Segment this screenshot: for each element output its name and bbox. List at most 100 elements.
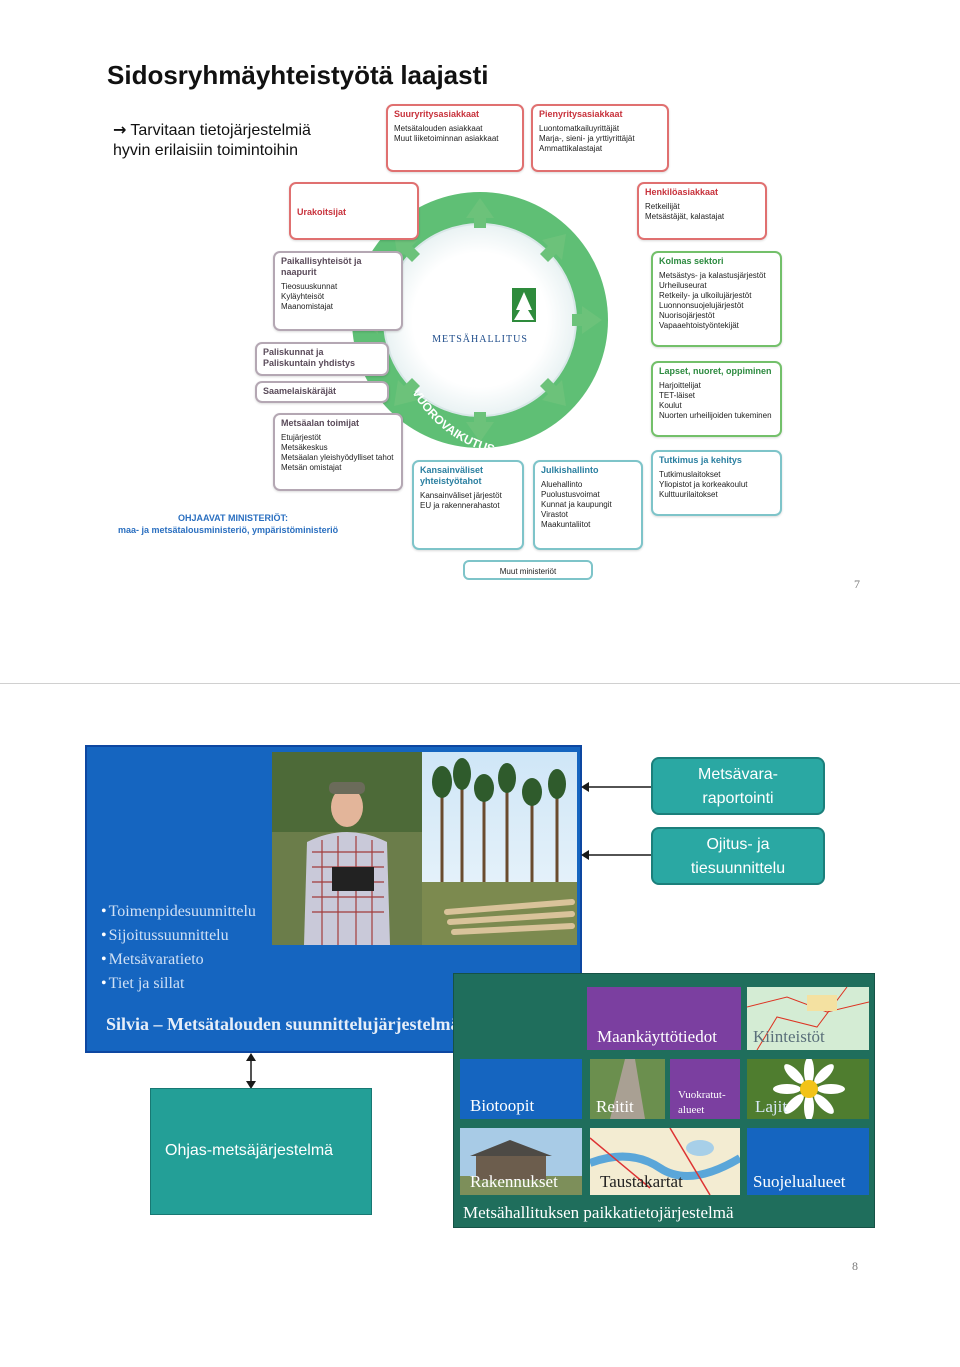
tile-vuokratut-alueet: Vuokratut- alueet	[670, 1059, 740, 1119]
tile-reitit: Reitit	[590, 1059, 665, 1119]
tile-label-2: alueet	[678, 1104, 705, 1116]
box-tutkimus-kehitys: Tutkimus ja kehitys Tutkimuslaitokset Yl…	[651, 450, 782, 516]
slide-divider	[0, 683, 960, 684]
arrow-downleft-icon	[394, 378, 420, 406]
ojitus-tiesuunnittelu-box: Ojitus- ja tiesuunnittelu	[651, 827, 825, 885]
tile-suojelualueet: Suojelualueet	[747, 1128, 869, 1195]
box-julkishallinto: Julkishallinto Aluehallinto Puolustusvoi…	[533, 460, 643, 550]
list-item: Metsätalouden asiakkaat	[394, 124, 483, 133]
list-item: Kyläyhteisöt	[281, 292, 325, 301]
tile-taustakartat: Taustakartat	[590, 1128, 740, 1195]
arrow-right-icon	[572, 306, 602, 334]
box-kolmas-sektori: Kolmas sektori Metsästys- ja kalastusjär…	[651, 251, 782, 347]
subtitle-line-1: Tarvitaan tietojärjestelmiä	[130, 122, 311, 139]
tile-lajit: Lajit	[747, 1059, 869, 1119]
tile-label: Rakennukset	[470, 1172, 558, 1191]
list-item: Luonnonsuojelujärjestöt	[659, 301, 744, 310]
slide-title: Sidosryhmäyhteistyötä laajasti	[107, 60, 489, 90]
list-item: Kansainväliset järjestöt	[420, 491, 502, 500]
line: raportointi	[702, 790, 774, 807]
line: tiesuunnittelu	[690, 860, 786, 877]
list-item: Nuorten urheilijoiden tukeminen	[659, 411, 772, 420]
metsavara-raportointi-box: Metsävara- raportointi	[651, 757, 825, 815]
map-thumbnail	[747, 987, 869, 1050]
bullet-item: Toimenpidesuunnittelu	[101, 900, 256, 924]
list-item: Harjoittelijat	[659, 381, 701, 390]
list-item: Metsäkeskus	[281, 443, 328, 452]
list-item: Marja-, sieni- ja yrttiyrittäjät	[539, 134, 635, 143]
box-title: Paikallisyhteisöt ja naapurit	[281, 256, 362, 277]
box-lapset-nuoret: Lapset, nuoret, oppiminen Harjoittelijat…	[651, 361, 782, 437]
tile-label: Taustakartat	[600, 1172, 683, 1191]
box-title: Kolmas sektori	[659, 256, 724, 266]
list-item: Aluehallinto	[541, 480, 583, 489]
box-pienyritysasiakkaat: Pienyritysasiakkaat Luontomatkailuyrittä…	[531, 104, 669, 172]
list-item: Luontomatkailuyrittäjät	[539, 124, 620, 133]
ohjas-label: Ohjas-metsäjärjestelmä	[165, 1142, 334, 1159]
tile-label-1: Vuokratut-	[678, 1089, 726, 1101]
map-thumbnail	[590, 1128, 740, 1195]
box-title: Paliskunnat ja Paliskuntain yhdistys	[263, 347, 356, 368]
tile-label: Reitit	[596, 1097, 634, 1116]
list-item: Metsästys- ja kalastusjärjestöt	[659, 271, 766, 280]
line: Ojitus- ja	[706, 836, 770, 853]
tile-label: Maankäyttötiedot	[597, 1027, 717, 1046]
forester-photo	[272, 752, 577, 945]
list-item: Muut liiketoiminnan asiakkaat	[394, 134, 499, 143]
box-title: Metsäalan toimijat	[281, 418, 360, 428]
arrow-down-icon	[466, 412, 494, 442]
slide-7: Sidosryhmäyhteistyötä laajasti →Tarvitaa…	[0, 0, 960, 683]
daisy-photo	[747, 1059, 869, 1119]
tile-label: Biotoopit	[470, 1096, 535, 1115]
boardwalk-photo	[590, 1059, 665, 1119]
gis-panel: Maankäyttötiedot Kiinteistöt Biotoopit R…	[453, 973, 875, 1228]
list-item: Retkeily- ja ulkoilujärjestöt	[659, 291, 752, 300]
slide-subtitle: →Tarvitaan tietojärjestelmiä hyvin erila…	[113, 120, 373, 161]
arrow-downright-icon	[540, 378, 566, 406]
tile-rakennukset: Rakennukset	[460, 1128, 582, 1195]
metsahallitus-logo: METSÄHALLITUS	[432, 288, 536, 345]
gis-panel-caption: Metsähallituksen paikkatietojärjestelmä	[463, 1203, 734, 1222]
list-item: Vapaaehtoistyöntekijät	[659, 321, 739, 330]
list-item: Ammattikalastajat	[539, 144, 603, 153]
bullet-item: Tiet ja sillat	[101, 972, 256, 996]
list-item: Nuorisojärjestöt	[659, 311, 715, 320]
silvia-title: Silvia – Metsätalouden suunnittelujärjes…	[106, 1014, 460, 1034]
box-paikallisyhteisot: Paikallisyhteisöt ja naapurit Tieosuusku…	[273, 251, 403, 331]
tile-kiinteistot: Kiinteistöt	[747, 987, 869, 1050]
line: Metsävara-	[697, 766, 779, 783]
tile-label: Kiinteistöt	[753, 1027, 825, 1046]
silvia-bullet-list: Toimenpidesuunnittelu Sijoitussuunnittel…	[101, 900, 256, 996]
ohjas-system-box: Ohjas-metsäjärjestelmä	[150, 1088, 372, 1215]
list-item: EU ja rakennerahastot	[420, 501, 500, 510]
tile-biotoopit: Biotoopit	[460, 1059, 582, 1119]
list-item: Etujärjestöt	[281, 433, 322, 442]
box-title: Suuryritysasiakkaat	[394, 109, 480, 119]
list-item: Yliopistot ja korkeakoulut	[659, 480, 748, 489]
box-title: Henkilöasiakkaat	[645, 187, 719, 197]
box-paliskunnat: Paliskunnat ja Paliskuntain yhdistys	[255, 342, 389, 376]
list-item: TET-läiset	[659, 391, 696, 400]
list-item: Tieosuuskunnat	[281, 282, 338, 291]
box-title: Saamelaiskäräjät	[263, 386, 337, 396]
box-title: Tutkimus ja kehitys	[659, 455, 742, 465]
box-title: Kansainväliset yhteistyötahot	[420, 465, 484, 486]
list-item: Metsästäjät, kalastajat	[645, 212, 725, 221]
list-item: Urheiluseurat	[659, 281, 707, 290]
tile-maankayttotiedot: Maankäyttötiedot	[587, 987, 741, 1050]
list-item: Virastot	[541, 510, 568, 519]
arrow-icon: →	[113, 120, 127, 139]
box-urakoitsijat: Urakoitsijat	[289, 182, 419, 240]
list-item: Tutkimuslaitokset	[659, 470, 721, 479]
box-muut-ministeriot: Muut ministeriöt	[463, 560, 593, 580]
page-number: 8	[852, 1259, 858, 1273]
cabin-photo	[460, 1128, 582, 1195]
vertical-connector	[246, 1053, 256, 1089]
list-item: Metsän omistajat	[281, 463, 342, 472]
list-item: Kulttuurilaitokset	[659, 490, 718, 499]
box-title: Pienyritysasiakkaat	[539, 109, 623, 119]
page-number: 7	[854, 577, 860, 591]
ministries-label: OHJAAVAT MINISTERIÖT: maa- ja metsätalou…	[118, 512, 338, 536]
